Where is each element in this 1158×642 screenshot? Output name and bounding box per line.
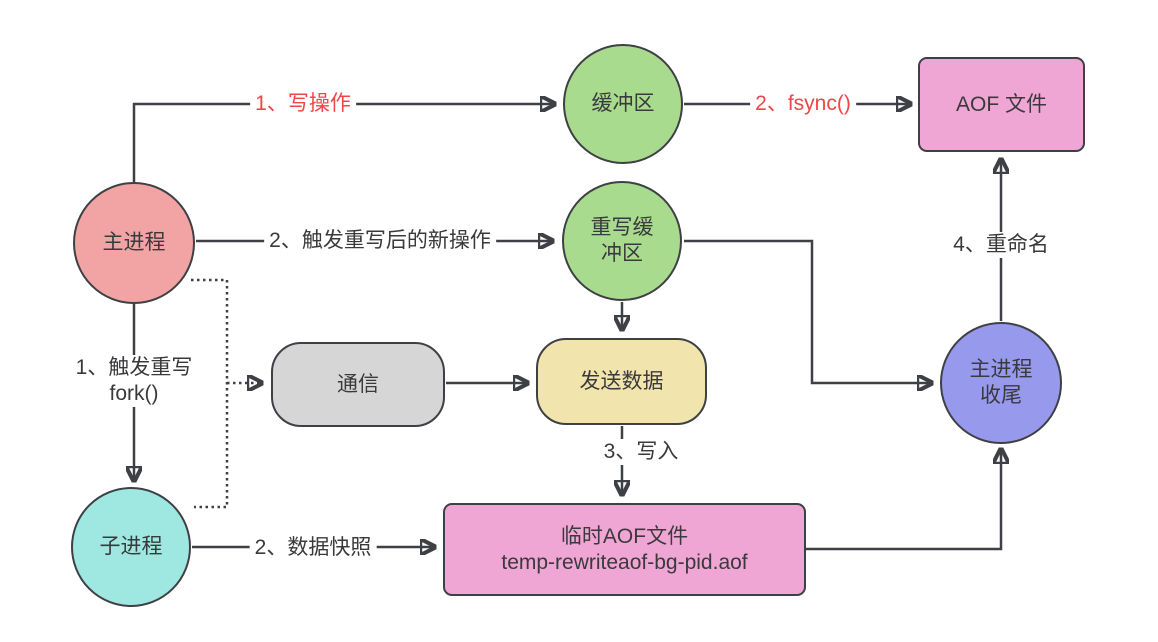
- node-main-process-label: 主进程: [102, 231, 166, 254]
- edge-label-data-snapshot: 2、数据快照: [249, 535, 377, 561]
- node-main-finish-label-line2: 收尾: [980, 384, 1022, 407]
- node-buffer-label: 缓冲区: [591, 92, 655, 115]
- edge-label-rename: 4、重命名: [948, 232, 1054, 258]
- node-child-process: 子进程: [71, 487, 191, 607]
- node-temp-aof-file: 临时AOF文件 temp-rewriteaof-bg-pid.aof: [443, 503, 806, 596]
- node-temp-aof-file-label-line2: temp-rewriteaof-bg-pid.aof: [501, 550, 748, 574]
- node-comm-label: 通信: [337, 372, 379, 396]
- node-rewrite-buffer-label-line1: 重写缓: [590, 216, 654, 239]
- edge-write-op: [132, 104, 554, 182]
- node-aof-file-label: AOF 文件: [955, 92, 1047, 116]
- edge-label-trigger-rewrite-fork: 1、触发重写 fork(): [70, 355, 198, 407]
- edge-label-fsync: 2、fsync(): [750, 91, 856, 117]
- edge-label-write-in: 3、写入: [598, 439, 684, 465]
- node-send-data: 发送数据: [536, 338, 707, 425]
- node-child-process-label: 子进程: [99, 535, 163, 558]
- node-rewrite-buffer-label-line2: 冲区: [601, 242, 643, 265]
- edge-temp-to-finish: [806, 450, 1001, 551]
- edge-fork-link-dotted: [191, 278, 229, 509]
- node-rewrite-buffer: 重写缓 冲区: [562, 181, 682, 301]
- node-send-data-label: 发送数据: [579, 369, 664, 393]
- edge-rewritebuf-to-finish: [684, 239, 931, 383]
- edge-label-trigger-rewrite-line1: 1、触发重写: [75, 356, 193, 379]
- node-buffer: 缓冲区: [563, 44, 683, 164]
- node-temp-aof-file-label-line1: 临时AOF文件: [560, 524, 689, 548]
- edge-label-trigger-rewrite-line2: fork(): [109, 382, 159, 405]
- edge-label-write-op: 1、写操作: [250, 91, 356, 117]
- node-main-process: 主进程: [73, 182, 195, 304]
- node-main-finish-label-line1: 主进程: [969, 358, 1033, 381]
- edge-label-new-ops-after-rewrite: 2、触发重写后的新操作: [264, 228, 496, 254]
- node-comm: 通信: [271, 342, 445, 427]
- node-aof-file: AOF 文件: [918, 57, 1085, 152]
- node-main-finish: 主进程 收尾: [940, 322, 1062, 444]
